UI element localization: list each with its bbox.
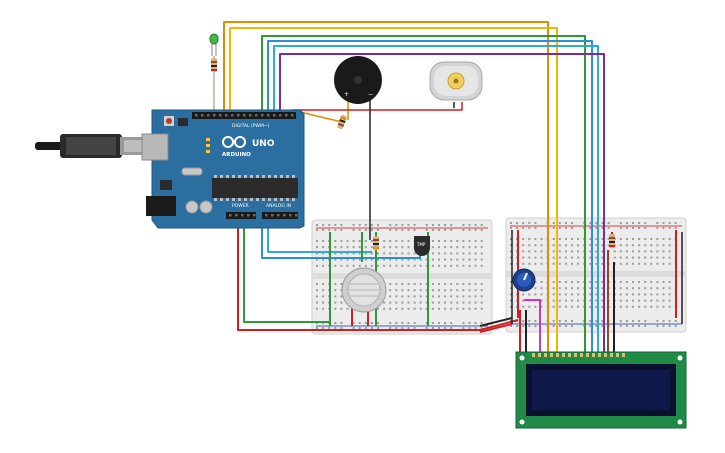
wire-green-lcd [261, 35, 586, 352]
gas-sensor-resistor [373, 236, 379, 250]
svg-text:−: − [368, 91, 373, 98]
wire-green-gnd [243, 218, 330, 323]
wire-cyan-a1 [267, 218, 372, 253]
atmega-chip-pins [214, 175, 295, 201]
analog-label: ANALOG IN [266, 203, 291, 209]
piezo-buzzer[interactable]: + − [334, 56, 382, 104]
wire-red-link [479, 323, 513, 333]
temperature-sensor-label: TMP [416, 242, 426, 247]
wire-blue-lcd [267, 40, 593, 352]
led-green[interactable] [209, 33, 219, 56]
arduino-logo [222, 136, 246, 148]
power-label: POWER [232, 203, 249, 209]
breadboard-left[interactable] [311, 219, 493, 335]
arduino-uno[interactable]: ARDUINO UNO DIGITAL (PWM~) ANALOG IN POW… [141, 109, 305, 229]
digital-label: DIGITAL (PWM~) [232, 123, 270, 129]
buzzer-resistor [337, 114, 347, 130]
dc-motor[interactable] [429, 61, 483, 101]
wire-black-link [479, 317, 513, 327]
lcd-16x2[interactable] [515, 351, 687, 429]
backlight-resistor [609, 234, 615, 248]
wire-red-5v [237, 218, 519, 331]
wire-purple-pot [524, 299, 541, 352]
wire-cyan-lcd [273, 45, 599, 352]
wires [223, 21, 683, 352]
wire-motor-red [292, 102, 463, 111]
wire-yellow-lcd [229, 27, 558, 352]
lcd-screen [532, 370, 670, 410]
wire-purple-lcd [279, 53, 605, 352]
power-analog-header-pins [229, 214, 298, 217]
wire-orange-lcd [223, 21, 549, 352]
arduino-model-text: UNO [252, 139, 275, 149]
potentiometer[interactable] [512, 268, 536, 292]
gas-sensor[interactable] [341, 267, 387, 313]
lcd-pin-header [532, 353, 625, 357]
svg-text:+: + [344, 91, 349, 98]
arduino-logo-text: ARDUINO [222, 152, 251, 158]
led-resistor [211, 56, 217, 110]
temperature-sensor[interactable]: TMP [414, 236, 430, 256]
digital-header-pins [195, 114, 294, 117]
